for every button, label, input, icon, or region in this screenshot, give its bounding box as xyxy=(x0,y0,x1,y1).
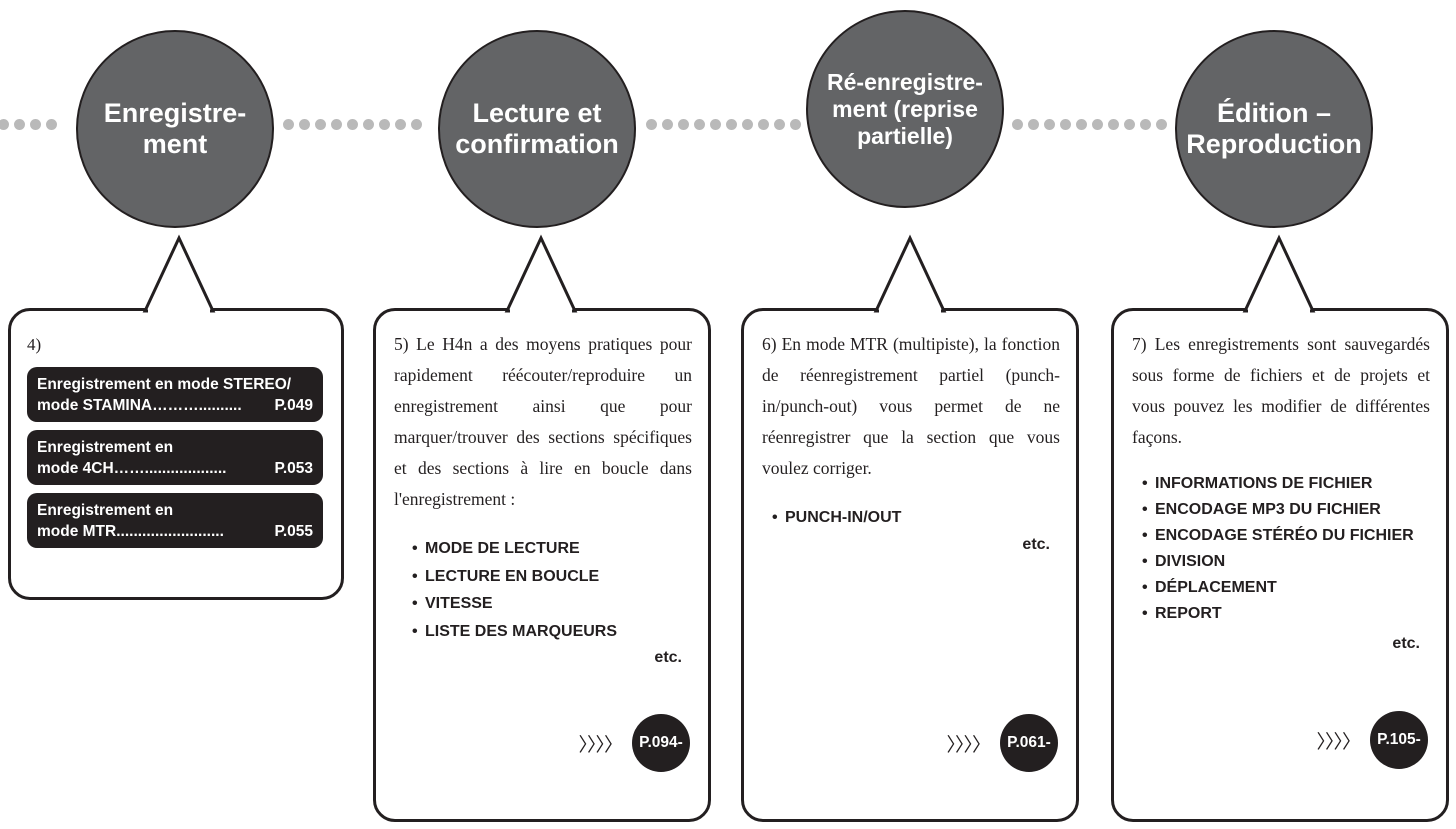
circle-title-line: ment (reprise xyxy=(832,95,978,122)
circle-title-line: Ré-enregistre- xyxy=(827,68,983,95)
connector-dots xyxy=(0,119,57,130)
connector-dots xyxy=(1012,119,1167,130)
arrows-icon: 〉〉〉〉 xyxy=(578,734,623,756)
step-circle-recording: Enregistre- ment xyxy=(76,30,274,228)
step-description: 6) En mode MTR (multipiste), la fonction… xyxy=(762,334,1060,478)
page-reference[interactable]: 〉〉〉〉 P.094- xyxy=(578,714,690,772)
circle-title-line: Lecture et xyxy=(472,98,602,128)
circle-title-line: partielle) xyxy=(857,122,953,149)
list-item: LECTURE EN BOUCLE xyxy=(412,563,692,591)
page-reference[interactable]: 〉〉〉〉 P.105- xyxy=(1316,711,1428,769)
leader-dots: ......................... xyxy=(116,523,224,540)
leader-dots: ……….......... xyxy=(152,397,242,414)
etc-label: etc. xyxy=(1392,635,1420,652)
link-line: Enregistrement en xyxy=(37,439,174,456)
step-number: 4) xyxy=(27,335,42,354)
connector-dots xyxy=(283,119,422,130)
list-item: PUNCH-IN/OUT xyxy=(772,504,1060,531)
circle-title-line: ment xyxy=(142,129,208,159)
page-link-4ch[interactable]: Enregistrement en mode 4CH ……...........… xyxy=(27,430,323,485)
link-label: mode STAMINA xyxy=(37,397,153,414)
link-line: Enregistrement en mode STEREO/ xyxy=(37,376,292,393)
link-label: mode 4CH xyxy=(37,460,114,477)
page-ref: P.055 xyxy=(274,523,313,540)
step-circle-playback: Lecture et confirmation xyxy=(438,30,636,228)
leader-dots: ……................... xyxy=(113,460,227,477)
callout-box-editing: 7) Les enregistrements sont sauvegardés … xyxy=(1111,308,1449,822)
circle-title-line: Enregistre- xyxy=(103,98,247,128)
callout-pointer xyxy=(142,234,216,315)
etc-label: etc. xyxy=(1022,536,1050,553)
link-label: mode MTR xyxy=(37,523,117,540)
page-badge: P.061- xyxy=(1000,714,1058,772)
callout-pointer xyxy=(504,234,578,315)
page-link-stereo[interactable]: Enregistrement en mode STEREO/ mode STAM… xyxy=(27,367,323,422)
step-description: 5) Le H4n a des moyens pratiques pour ra… xyxy=(394,334,692,509)
arrows-icon: 〉〉〉〉 xyxy=(946,734,991,756)
arrows-icon: 〉〉〉〉 xyxy=(1316,731,1361,753)
callout-box-punch-in: 6) En mode MTR (multipiste), la fonction… xyxy=(741,308,1079,822)
page-ref: P.053 xyxy=(274,460,313,477)
page-link-mtr[interactable]: Enregistrement en mode MTR .............… xyxy=(27,493,323,548)
circle-title-line: Reproduction xyxy=(1186,129,1362,159)
etc-label: etc. xyxy=(654,649,682,666)
step-circle-editing: Édition – Reproduction xyxy=(1175,30,1373,228)
circle-title-line: Édition – xyxy=(1217,98,1331,128)
callout-box-recording: 4) Enregistrement en mode STEREO/ mode S… xyxy=(8,308,344,600)
list-item: LISTE DES MARQUEURS xyxy=(412,618,692,646)
list-item: ENCODAGE STÉRÉO DU FICHIER xyxy=(1142,523,1430,549)
page-badge: P.094- xyxy=(632,714,690,772)
circle-title-line: confirmation xyxy=(455,129,619,159)
list-item: REPORT xyxy=(1142,601,1430,627)
page-ref: P.049 xyxy=(274,397,313,414)
list-item: MODE DE LECTURE xyxy=(412,535,692,563)
callout-box-playback: 5) Le H4n a des moyens pratiques pour ra… xyxy=(373,308,711,822)
page-badge: P.105- xyxy=(1370,711,1428,769)
step-circle-punch-in: Ré-enregistre- ment (reprise partielle) xyxy=(806,10,1004,208)
connector-dots xyxy=(646,119,801,130)
page-reference[interactable]: 〉〉〉〉 P.061- xyxy=(946,714,1058,772)
callout-pointer xyxy=(1242,234,1316,315)
list-item: ENCODAGE MP3 DU FICHIER xyxy=(1142,497,1430,523)
step-description: 7) Les enregistrements sont sauvegardés … xyxy=(1132,334,1430,447)
link-line: Enregistrement en xyxy=(37,502,174,519)
list-item: INFORMATIONS DE FICHIER xyxy=(1142,471,1430,497)
list-item: VITESSE xyxy=(412,590,692,618)
callout-pointer xyxy=(873,234,947,315)
list-item: DIVISION xyxy=(1142,549,1430,575)
list-item: DÉPLACEMENT xyxy=(1142,575,1430,601)
